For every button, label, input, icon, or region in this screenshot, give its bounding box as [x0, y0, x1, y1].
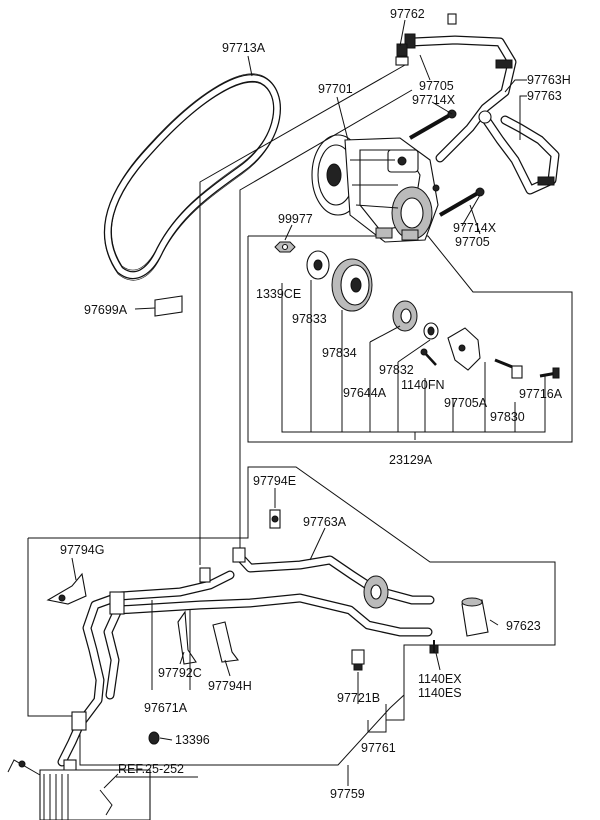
drive-belt — [103, 73, 281, 281]
part-label-97834: 97834 — [322, 346, 357, 360]
receiver-drier-97623 — [461, 597, 489, 637]
pulley-97834 — [331, 258, 373, 312]
label-97699a-sticker — [154, 295, 183, 317]
part-label-13396: 13396 — [175, 733, 210, 747]
ac-compressor — [311, 134, 440, 243]
part-label-97714x-mid: 97714X — [453, 221, 497, 235]
part-label-97794h: 97794H — [208, 679, 252, 693]
part-label-97761: 97761 — [361, 741, 396, 755]
pipe-clamp-97794e — [269, 509, 281, 529]
part-label-97705a: 97705A — [444, 396, 488, 410]
part-label-99977: 99977 — [278, 212, 313, 226]
liquid-tube-97763a — [233, 550, 435, 605]
suction-hose-upper — [404, 13, 517, 163]
part-label-97763: 97763 — [527, 89, 562, 103]
part-label-97794g: 97794G — [60, 543, 104, 557]
part-label-97833: 97833 — [292, 312, 327, 326]
pipe-bracket-97792c — [177, 610, 197, 665]
part-label-97716a: 97716A — [519, 387, 563, 401]
bracket-97705a — [447, 327, 481, 371]
leader-lines — [71, 19, 546, 789]
part-label-97763h: 97763H — [527, 73, 571, 87]
part-label-97705-top: 97705 — [419, 79, 454, 93]
pipe-bracket-97794g — [46, 572, 87, 605]
nut-1339ce — [274, 241, 296, 253]
part-label-97705-mid: 97705 — [455, 235, 490, 249]
part-label-97644a: 97644A — [343, 386, 387, 400]
part-label-97623: 97623 — [506, 619, 541, 633]
snap-ring-97832 — [423, 322, 439, 340]
part-label-97699a: 97699A — [84, 303, 128, 317]
mounting-bolt-upper — [409, 109, 457, 140]
pipe-fitting-97762 — [395, 43, 409, 66]
fitting-13396 — [148, 731, 160, 745]
pipe-bracket-97794h — [212, 621, 240, 663]
connector-fitting — [63, 547, 246, 777]
part-label-97792c: 97792C — [158, 666, 202, 680]
screw-1140fn — [420, 348, 437, 366]
part-label-97762: 97762 — [390, 7, 425, 21]
valve-97830 — [494, 358, 523, 379]
pressure-switch-97721b — [351, 649, 365, 671]
muffler-97763a — [363, 575, 389, 609]
part-label-97701: 97701 — [318, 82, 353, 96]
part-label-97763a: 97763A — [303, 515, 347, 529]
bolt-1140ex — [429, 640, 439, 654]
part-label-1140ex: 1140EX — [418, 672, 462, 686]
compressor-parts-frame — [247, 235, 573, 443]
part-label-1140fn: 1140FN — [401, 378, 445, 392]
part-label-97714x-top: 97714X — [412, 93, 456, 107]
part-label-97832: 97832 — [379, 363, 414, 377]
reference-label: REF.25-252 — [118, 762, 184, 776]
part-label-97713a: 97713A — [222, 41, 266, 55]
condenser-ref — [7, 759, 151, 820]
discharge-hose-upper — [478, 110, 560, 195]
mounting-bolt-lower — [438, 187, 485, 217]
part-label-97794e: 97794E — [253, 474, 296, 488]
valve-97716a — [539, 367, 560, 379]
hub-97833 — [306, 250, 330, 280]
part-label-97721b: 97721B — [337, 691, 380, 705]
part-label-97830: 97830 — [490, 410, 525, 424]
coil-97644a — [392, 300, 418, 332]
part-label-23129a: 23129A — [389, 453, 433, 467]
part-label-97671a: 97671A — [144, 701, 188, 715]
part-label-97759: 97759 — [330, 787, 365, 801]
part-label-1140es: 1140ES — [418, 686, 462, 700]
part-label-1339ce: 1339CE — [256, 287, 301, 301]
